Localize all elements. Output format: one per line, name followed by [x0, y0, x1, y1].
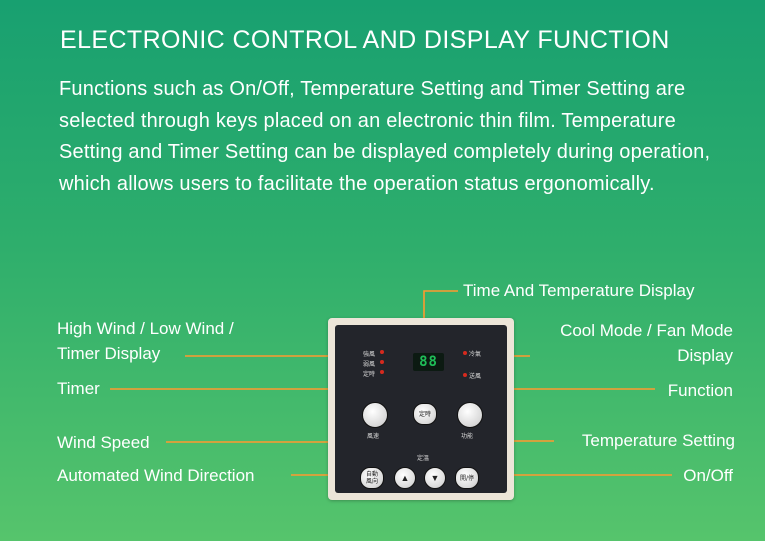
timer-button[interactable]: 定時: [413, 403, 437, 425]
wind-speed-button-label: 風速: [367, 433, 380, 440]
time-temp-display: 88: [413, 353, 444, 371]
label-temperature-setting: Temperature Setting: [581, 431, 735, 450]
indicator-weak-wind-led: [380, 360, 384, 364]
indicator-strong-wind-label: 強風: [363, 351, 376, 358]
down-arrow-icon: ▼: [430, 473, 440, 483]
page-title: ELECTRONIC CONTROL AND DISPLAY FUNCTION: [60, 26, 670, 54]
indicator-cool-led: [463, 351, 467, 355]
label-high-low-wind-2: Timer Display: [57, 344, 161, 363]
label-on-off: On/Off: [683, 466, 733, 485]
indicator-strong-wind-led: [380, 350, 384, 354]
label-function: Function: [667, 381, 733, 400]
wind-speed-button[interactable]: [362, 402, 388, 428]
label-time-temp-display: Time And Temperature Display: [463, 281, 695, 300]
temp-up-button[interactable]: ▲: [394, 467, 416, 489]
indicator-timer-label: 定時: [363, 371, 376, 378]
function-button-label: 功能: [461, 433, 474, 440]
description-text: Functions such as On/Off, Temperature Se…: [59, 78, 711, 195]
auto-direction-line2: 風向: [365, 478, 378, 485]
timer-button-label: 定時: [418, 410, 431, 418]
indicator-timer-led: [380, 370, 384, 374]
temp-down-button[interactable]: ▼: [424, 467, 446, 489]
label-auto-wind-direction: Automated Wind Direction: [57, 466, 255, 485]
indicator-fan-label: 送風: [469, 373, 482, 380]
power-button[interactable]: 開/停: [455, 467, 479, 489]
control-panel: 強風 弱風 定時 88 冷氣 送風 風速 定時 功能 定溫 自動 風向 ▲: [328, 318, 514, 500]
control-panel-face: 強風 弱風 定時 88 冷氣 送風 風速 定時 功能 定溫 自動 風向 ▲: [335, 325, 507, 493]
power-button-label: 開/停: [459, 474, 475, 482]
label-high-low-wind-1: High Wind / Low Wind /: [57, 319, 234, 338]
label-cool-fan-2: Display: [677, 346, 733, 365]
indicator-weak-wind-label: 弱風: [363, 361, 376, 368]
label-timer: Timer: [57, 379, 100, 398]
label-cool-fan-1: Cool Mode / Fan Mode: [560, 321, 733, 340]
function-button[interactable]: [457, 402, 483, 428]
auto-direction-line1: 自動: [365, 471, 378, 478]
label-wind-speed: Wind Speed: [57, 433, 150, 452]
indicator-cool-label: 冷氣: [469, 351, 482, 358]
up-arrow-icon: ▲: [400, 473, 410, 483]
auto-wind-direction-button[interactable]: 自動 風向: [360, 467, 384, 489]
temp-setting-label: 定溫: [417, 455, 430, 462]
indicator-fan-led: [463, 373, 467, 377]
